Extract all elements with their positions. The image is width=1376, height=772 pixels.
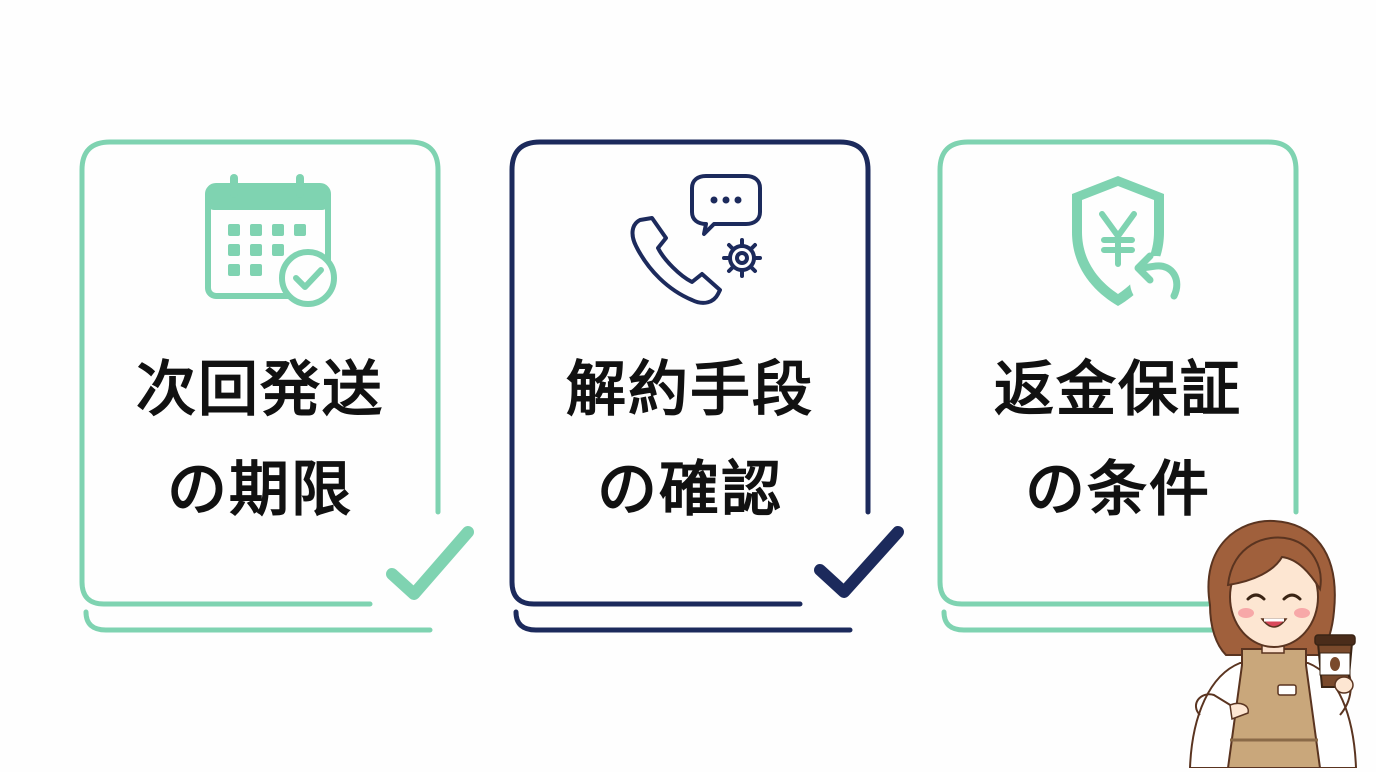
card-title: 解約手段 の確認	[510, 340, 870, 540]
barista-mascot	[1170, 515, 1376, 769]
card-refund-guarantee: 返金保証 の条件	[937, 139, 1299, 633]
card-title-line1: 次回発送	[136, 355, 384, 425]
card-frame	[79, 139, 474, 633]
checkmark-icon	[814, 526, 904, 598]
card-title-line1: 解約手段	[566, 355, 814, 425]
phone-chat-gear-icon	[510, 172, 870, 312]
card-title: 次回発送 の期限	[80, 340, 440, 540]
yen-shield-refund-icon	[938, 172, 1298, 312]
card-next-shipping-deadline: 次回発送 の期限	[79, 139, 474, 633]
card-cancellation-method: 解約手段 の確認	[509, 139, 904, 633]
card-title-line1: 返金保証	[994, 355, 1242, 425]
card-title-line2: の条件	[1025, 455, 1211, 525]
card-title: 返金保証 の条件	[938, 340, 1298, 540]
checkmark-icon	[386, 526, 474, 600]
card-frame	[509, 139, 904, 633]
calendar-check-icon	[80, 172, 440, 312]
card-title-line2: の確認	[597, 455, 783, 525]
card-frame	[937, 139, 1299, 633]
card-title-line2: の期限	[167, 455, 353, 525]
